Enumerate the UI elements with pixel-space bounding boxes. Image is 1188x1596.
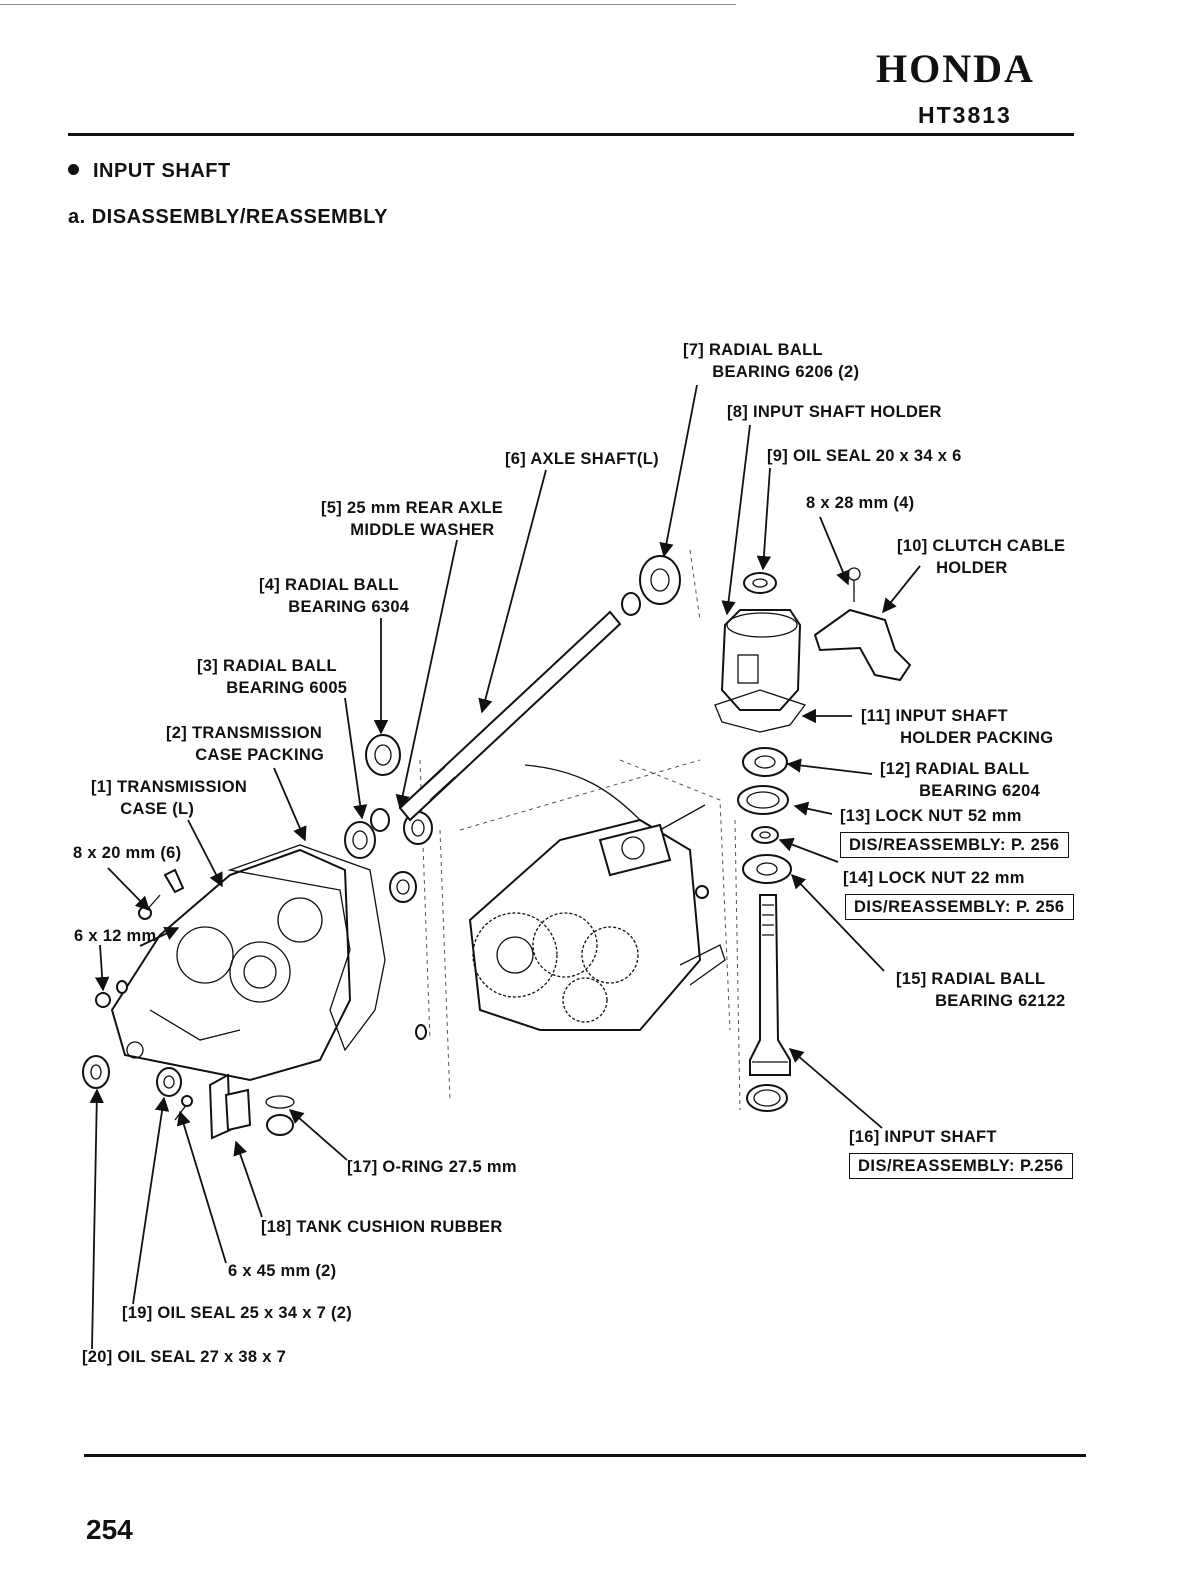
label-bearing-6206: [7] RADIAL BALL BEARING 6206 (2) (683, 341, 860, 381)
o-ring-27-5mm (265, 1095, 295, 1136)
label-oil-seal-20x34x6: [9] OIL SEAL 20 x 34 x 6 (767, 447, 962, 465)
label-bolt-6x45: 6 x 45 mm (2) (228, 1262, 337, 1280)
bearing-6304 (365, 734, 401, 776)
label-oil-seal-27x38x7: [20] OIL SEAL 27 x 38 x 7 (82, 1348, 287, 1366)
footer-rule (84, 1454, 1086, 1457)
label-oil-seal-25x34x7: [19] OIL SEAL 25 x 34 x 7 (2) (122, 1304, 353, 1322)
ref-box-input-shaft: DIS/REASSEMBLY: P.256 (849, 1153, 1073, 1179)
label-lock-nut-52mm: [13] LOCK NUT 52 mm (840, 807, 1022, 825)
label-rear-axle-middle-washer: [5] 25 mm REAR AXLE MIDDLE WASHER (321, 499, 504, 539)
gear-assembly (468, 764, 726, 1031)
label-input-shaft: [16] INPUT SHAFT (849, 1128, 997, 1146)
label-bearing-62122: [15] RADIAL BALL BEARING 62122 (896, 970, 1066, 1010)
transmission-case-left (110, 848, 352, 1082)
input-shaft-holder-packing (714, 689, 807, 733)
label-clutch-cable-holder: [10] CLUTCH CABLE HOLDER (897, 537, 1066, 577)
oil-seal-27x38x7 (82, 1055, 110, 1089)
transmission-case-packing (227, 844, 386, 1052)
brand-logo: HONDA (876, 46, 1035, 91)
nut-small (695, 885, 709, 899)
input-shaft-holder (720, 609, 802, 711)
section-title-text: INPUT SHAFT (93, 160, 231, 182)
tank-cushion-rubber (208, 1073, 252, 1140)
label-o-ring: [17] O-RING 27.5 mm (347, 1158, 517, 1176)
oil-seal-20x34x6 (743, 572, 777, 594)
dowel-pin (415, 1024, 427, 1040)
label-input-shaft-holder: [8] INPUT SHAFT HOLDER (727, 403, 942, 421)
oil-seal-25x34x7 (156, 1067, 193, 1121)
label-tank-cushion-rubber: [18] TANK CUSHION RUBBER (261, 1218, 503, 1236)
label-bearing-6304: [4] RADIAL BALL BEARING 6304 (259, 576, 410, 616)
bolt-6x12 (95, 980, 128, 1008)
label-bearing-6005: [3] RADIAL BALL BEARING 6005 (197, 657, 348, 697)
label-lock-nut-22mm: [14] LOCK NUT 22 mm (843, 869, 1025, 887)
leader-lines (89, 384, 921, 1350)
label-transmission-case-packing: [2] TRANSMISSION CASE PACKING (166, 724, 325, 764)
assembly-guide-lines (419, 549, 741, 1111)
axle-shaft-left (398, 610, 622, 822)
label-axle-shaft-l: [6] AXLE SHAFT(L) (505, 450, 659, 468)
page-number: 254 (86, 1514, 133, 1545)
lock-nut-22mm (751, 826, 779, 844)
label-transmission-case-l: [1] TRANSMISSION CASE (L) (91, 778, 248, 818)
label-bolt-6x12: 6 x 12 mm (74, 927, 157, 945)
label-bolt-8x28: 8 x 28 mm (4) (806, 494, 915, 512)
label-bearing-6204: [12] RADIAL BALL BEARING 6204 (880, 760, 1041, 800)
input-shaft (746, 894, 791, 1112)
bullet-icon (68, 164, 79, 175)
section-title: INPUT SHAFT (68, 160, 231, 183)
header-rule (68, 133, 1074, 136)
ref-box-lock-nut-22mm: DIS/REASSEMBLY: P. 256 (845, 894, 1074, 920)
label-input-shaft-holder-packing: [11] INPUT SHAFT HOLDER PACKING (861, 707, 1054, 747)
bolt-8x20 (138, 868, 185, 920)
bearing-62122 (742, 854, 792, 884)
bearing-6206 (621, 555, 681, 616)
rear-axle-middle-washer (370, 808, 390, 832)
model-number: HT3813 (918, 102, 1012, 128)
lock-nut-52mm (737, 785, 789, 815)
top-scan-line (0, 4, 736, 5)
bearing-6005 (344, 821, 376, 859)
section-subtitle: a. DISASSEMBLY/REASSEMBLY (68, 206, 388, 228)
bearing-6204 (742, 747, 788, 777)
bearing-right-pair (389, 811, 433, 903)
label-bolt-8x20: 8 x 20 mm (6) (73, 844, 182, 862)
clutch-cable-holder (813, 567, 912, 682)
ref-box-lock-nut-52mm: DIS/REASSEMBLY: P. 256 (840, 832, 1069, 858)
